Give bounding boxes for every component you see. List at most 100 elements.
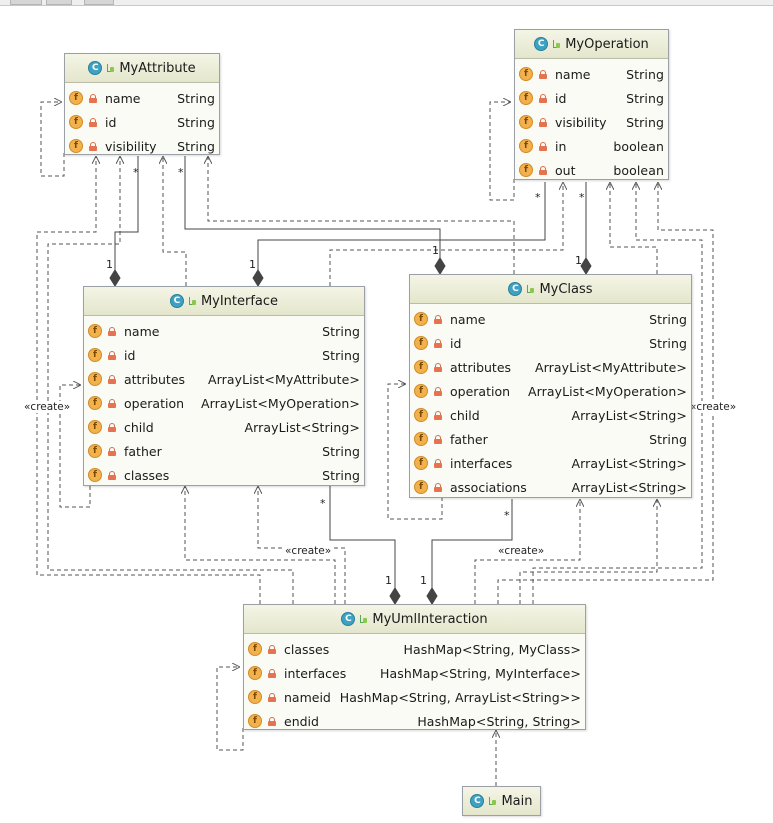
- public-visibility-icon: [188, 296, 197, 306]
- class-icon: C: [341, 612, 356, 626]
- field-icon: f: [88, 324, 102, 338]
- field-name: endid: [284, 713, 319, 729]
- field-icon: f: [414, 408, 428, 422]
- lock-icon: [89, 93, 97, 103]
- field-icon: f: [414, 360, 428, 374]
- field-icon: f: [248, 666, 262, 680]
- toolbar-tab[interactable]: [10, 0, 42, 5]
- lock-icon: [539, 165, 547, 175]
- stereotype-label: «create»: [24, 401, 71, 413]
- multiplicity-label: 1: [420, 574, 427, 587]
- class-box-main[interactable]: C Main: [462, 786, 541, 816]
- field-type: ArrayList<MyAttribute>: [534, 359, 687, 375]
- field-icon: f: [519, 115, 533, 129]
- diamond-class-operation: [580, 257, 592, 275]
- toolbar-tab[interactable]: [46, 0, 72, 5]
- lock-icon: [108, 350, 116, 360]
- stereotype-label: «create»: [285, 545, 332, 557]
- toolbar-tab[interactable]: [84, 0, 114, 5]
- lock-icon: [268, 668, 276, 678]
- lock-icon: [108, 374, 116, 384]
- field-icon: f: [519, 67, 533, 81]
- comp-interface-attribute: [114, 156, 139, 280]
- field-name: id: [450, 335, 462, 351]
- lock-icon: [108, 446, 116, 456]
- dep-class-to-attribute: [208, 156, 515, 274]
- class-header: C MyInterface: [84, 287, 364, 316]
- field-name: operation: [124, 395, 185, 411]
- field-icon: f: [414, 384, 428, 398]
- dep-uml-to-operation-a: [532, 182, 703, 604]
- field-name: name: [555, 66, 591, 82]
- lock-icon: [539, 117, 547, 127]
- dep-myinterface-self: [59, 385, 91, 508]
- dep-myclass-self: [387, 384, 443, 520]
- lock-icon: [434, 410, 442, 420]
- class-icon: C: [88, 61, 103, 75]
- multiplicity-label: *: [535, 191, 541, 204]
- lock-icon: [108, 470, 116, 480]
- field-type: ArrayList<String>: [571, 479, 687, 495]
- dep-uml-to-class-b: [519, 499, 657, 604]
- lock-icon: [89, 141, 97, 151]
- lock-icon: [539, 141, 547, 151]
- public-visibility-icon: [488, 796, 497, 806]
- multiplicity-label: 1: [249, 258, 256, 271]
- diamond-interface-attribute: [109, 269, 121, 287]
- multiplicity-label: *: [320, 497, 326, 510]
- field-type: ArrayList<String>: [571, 455, 687, 471]
- diamond-uml-interface: [389, 587, 401, 605]
- field-icon: f: [69, 115, 83, 129]
- comp-uml-interface: [329, 486, 396, 598]
- lock-icon: [108, 422, 116, 432]
- multiplicity-label: 1: [106, 258, 113, 271]
- top-toolbar: [0, 0, 773, 6]
- lock-icon: [108, 326, 116, 336]
- field-name: associations: [450, 479, 527, 495]
- dep-uml-to-interface-a: [185, 486, 336, 604]
- field-type: HashMap<String, String>: [417, 713, 581, 729]
- lock-icon: [268, 716, 276, 726]
- field-icon: f: [414, 432, 428, 446]
- field-icon: f: [88, 444, 102, 458]
- multiplicity-label: 1: [575, 254, 582, 267]
- dep-myoperation-self: [489, 102, 515, 201]
- lock-icon: [268, 692, 276, 702]
- class-name: Main: [501, 793, 533, 809]
- diamond-class-attribute: [434, 257, 446, 275]
- field-icon: f: [248, 642, 262, 656]
- field-type: String: [649, 311, 687, 327]
